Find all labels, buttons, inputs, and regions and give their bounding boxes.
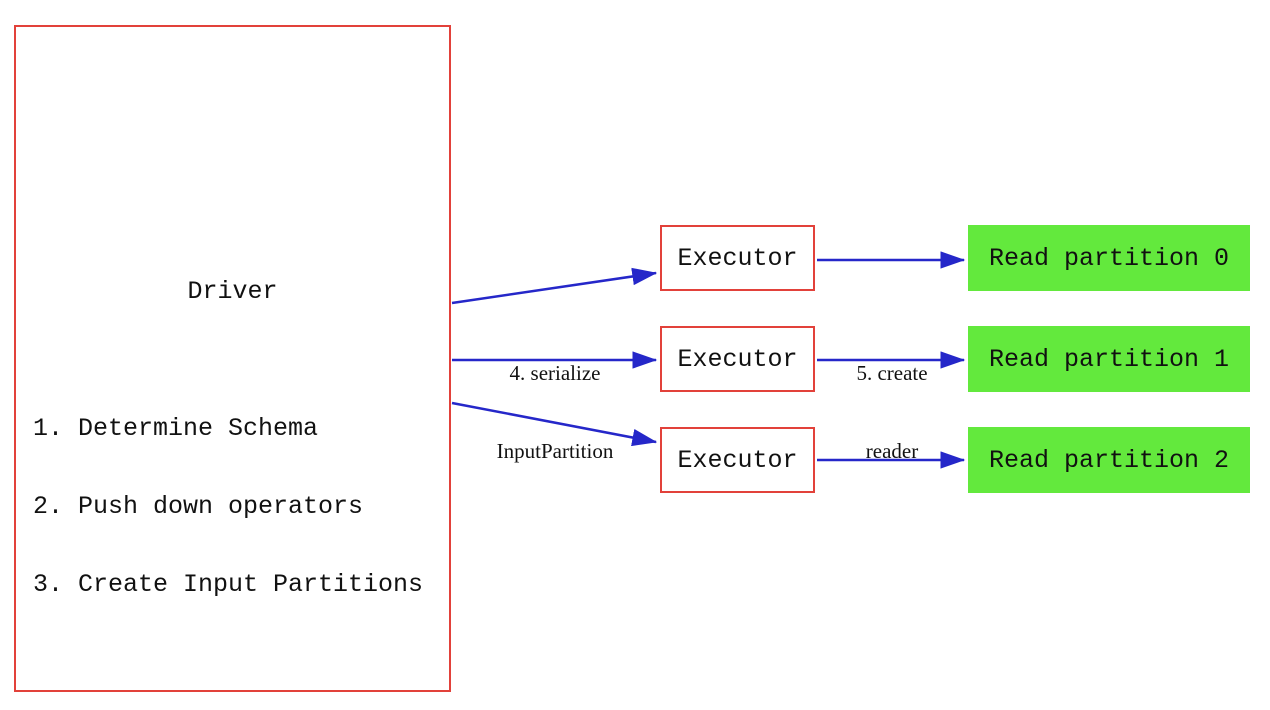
executor-node-2: Executor [660,326,815,392]
label-serialize-inputpartition: 4. serialize InputPartition [455,308,655,516]
driver-title: Driver [187,277,278,306]
read-partition-node-2: Read partition 2 [968,427,1250,493]
read-partition-node-0: Read partition 0 [968,225,1250,291]
executor-node-1: Executor [660,225,815,291]
label-create-reader-line-1: 5. create [856,361,928,385]
driver-step-3: 3. Create Input Partitions [33,570,424,599]
label-serialize-line-1: 4. serialize [509,361,601,385]
read-partition-node-1: Read partition 1 [968,326,1250,392]
driver-step-1: 1. Determine Schema [33,414,319,443]
arrow-driver-to-executor-1 [451,267,658,305]
label-create-reader: 5. create reader [812,308,972,516]
driver-steps: 1. Determine Schema 2. Push down operato… [33,364,423,650]
driver-node: Driver 1. Determine Schema 2. Push down … [14,25,451,692]
label-serialize-line-2: InputPartition [496,439,614,463]
label-create-reader-line-2: reader [865,439,919,463]
driver-step-2: 2. Push down operators [33,492,364,521]
executor-node-3: Executor [660,427,815,493]
